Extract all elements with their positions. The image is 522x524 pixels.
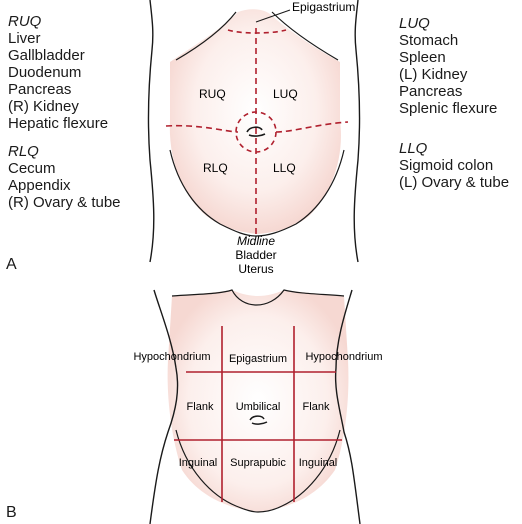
ruq-organ-list: RUQ Liver Gallbladder Duodenum Pancreas … [8, 13, 108, 132]
panel-letter-a: A [6, 256, 17, 273]
list-item: Duodenum [8, 64, 82, 81]
torso-b-left-side [149, 289, 179, 524]
list-item: (L) Kidney [399, 66, 468, 83]
quadrant-ruq: RUQ [199, 87, 226, 101]
list-item: (R) Ovary & tube [8, 194, 121, 211]
list-item: Appendix [8, 177, 71, 194]
region-hypochondrium-left: Hypochondrium [305, 351, 382, 363]
list-item: (L) Ovary & tube [399, 174, 510, 191]
list-item: Hepatic flexure [8, 115, 109, 132]
midline-item-bladder: Bladder [235, 248, 276, 262]
torso-a-left-side [147, 0, 155, 263]
list-item: Spleen [399, 49, 446, 66]
quadrant-llq: LLQ [273, 161, 296, 175]
torso-b-ribcage [171, 289, 345, 306]
torso-b-lower-abdomen [175, 429, 341, 513]
region-hypochondrium-right: Hypochondrium [133, 351, 210, 363]
list-item: Sigmoid colon [399, 157, 494, 174]
region-inguinal-right: Inguinal [179, 457, 218, 469]
rlq-organ-list: RLQ Cecum Appendix (R) Ovary & tube [8, 143, 121, 211]
midline-item-uterus: Uterus [238, 262, 273, 276]
region-suprapubic: Suprapubic [230, 457, 286, 469]
umbilicus-icon-b [249, 415, 268, 425]
ruq-list-title: RUQ [8, 13, 42, 30]
horizontal-line-a [165, 121, 349, 133]
torso-b-tint [167, 290, 349, 512]
luq-list-title: LUQ [399, 15, 430, 32]
torso-b-right-side [334, 289, 361, 524]
list-item: Pancreas [8, 81, 72, 98]
rlq-list-title: RLQ [8, 143, 39, 160]
umbilicus-icon-a [246, 126, 266, 137]
llq-list-title: LLQ [399, 140, 428, 157]
list-item: Cecum [8, 160, 56, 177]
luq-organ-list: LUQ Stomach Spleen (L) Kidney Pancreas S… [399, 15, 497, 117]
region-epigastrium: Epigastrium [229, 353, 287, 365]
epigastrium-label-a: Epigastrium [292, 0, 355, 14]
list-item: Splenic flexure [399, 100, 498, 117]
torso-a-lower-abdomen [169, 149, 345, 237]
list-item: (R) Kidney [8, 98, 79, 115]
epigastrium-arc-a [227, 29, 287, 34]
list-item: Stomach [399, 32, 459, 49]
torso-a-right-side [353, 0, 361, 263]
list-item: Pancreas [399, 83, 463, 100]
quadrant-luq: LUQ [273, 87, 298, 101]
midline-title: Midline [237, 234, 275, 248]
llq-organ-list: LLQ Sigmoid colon (L) Ovary & tube [399, 140, 509, 191]
umbilicus-circle-a [235, 111, 277, 153]
epigastrium-pointer [255, 9, 291, 23]
quadrant-rlq: RLQ [203, 161, 228, 175]
region-flank-left: Flank [303, 401, 330, 413]
torso-a-ribcage [175, 11, 339, 61]
region-umbilical: Umbilical [236, 401, 281, 413]
panel-letter-b: B [6, 504, 17, 521]
region-flank-right: Flank [187, 401, 214, 413]
list-item: Liver [8, 30, 41, 47]
list-item: Gallbladder [8, 47, 85, 64]
region-inguinal-left: Inguinal [299, 457, 338, 469]
